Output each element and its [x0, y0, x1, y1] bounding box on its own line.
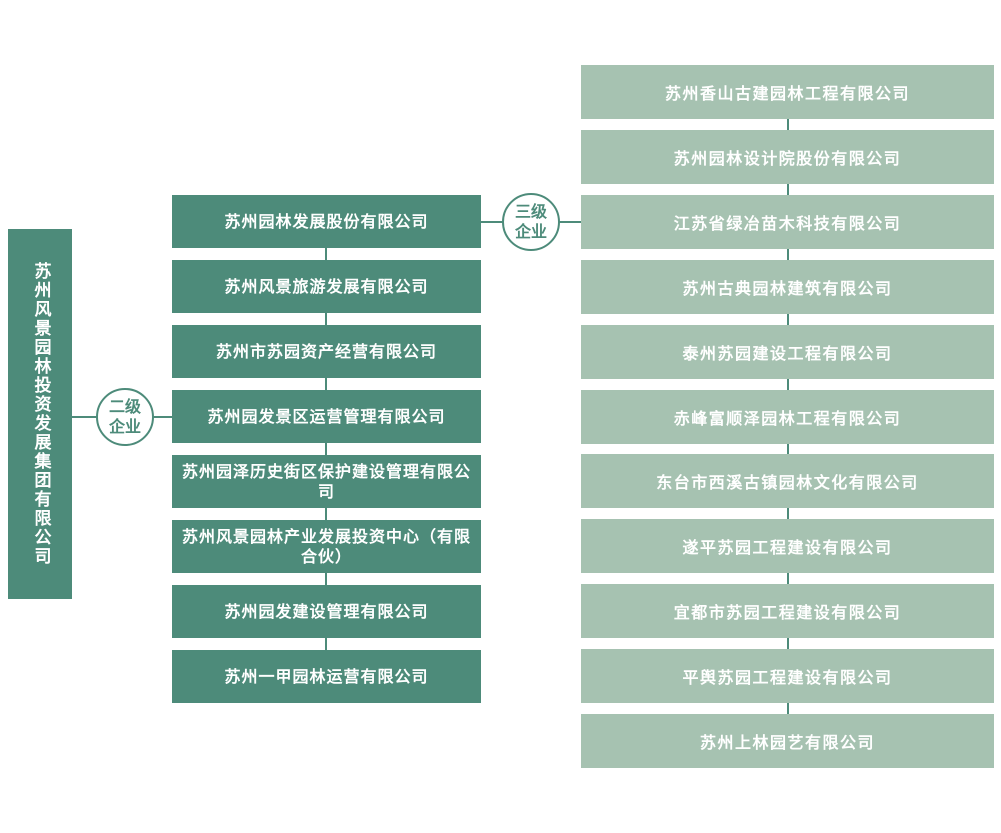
level2-company: 苏州市苏园资产经营有限公司	[172, 325, 481, 378]
level3-badge-line1: 三级	[514, 202, 547, 221]
level2-badge-line1: 二级	[108, 397, 141, 416]
level2-company: 苏州园发建设管理有限公司	[172, 585, 481, 638]
level2-company: 苏州园发景区运营管理有限公司	[172, 390, 481, 443]
level2-spine	[325, 247, 327, 651]
root-company-box: 苏州风景园林投资发展集团有限公司	[8, 229, 72, 599]
level3-badge-line2: 企业	[514, 222, 547, 241]
level3-company: 苏州园林设计院股份有限公司	[581, 130, 994, 184]
level2-company: 苏州园泽历史街区保护建设管理有限公司	[172, 455, 481, 508]
level3-company: 赤峰富顺泽园林工程有限公司	[581, 390, 994, 444]
level3-company: 泰州苏园建设工程有限公司	[581, 325, 994, 379]
root-company-name: 苏州风景园林投资发展集团有限公司	[30, 262, 51, 566]
level3-company: 宜都市苏园工程建设有限公司	[581, 584, 994, 638]
level2-company: 苏州一甲园林运营有限公司	[172, 650, 481, 703]
level3-company: 东台市西溪古镇园林文化有限公司	[581, 454, 994, 508]
level3-badge: 三级 企业	[502, 193, 560, 251]
level2-badge: 二级 企业	[96, 388, 154, 446]
level3-company: 江苏省绿冶苗木科技有限公司	[581, 195, 994, 249]
level2-company: 苏州风景旅游发展有限公司	[172, 260, 481, 313]
level2-company: 苏州园林发展股份有限公司	[172, 195, 481, 248]
level2-company: 苏州风景园林产业发展投资中心（有限合伙）	[172, 520, 481, 573]
level3-company: 遂平苏园工程建设有限公司	[581, 519, 994, 573]
level3-company: 苏州上林园艺有限公司	[581, 714, 994, 768]
level3-company: 苏州古典园林建筑有限公司	[581, 260, 994, 314]
level3-company: 平舆苏园工程建设有限公司	[581, 649, 994, 703]
level3-company: 苏州香山古建园林工程有限公司	[581, 65, 994, 119]
level2-badge-line2: 企业	[108, 417, 141, 436]
